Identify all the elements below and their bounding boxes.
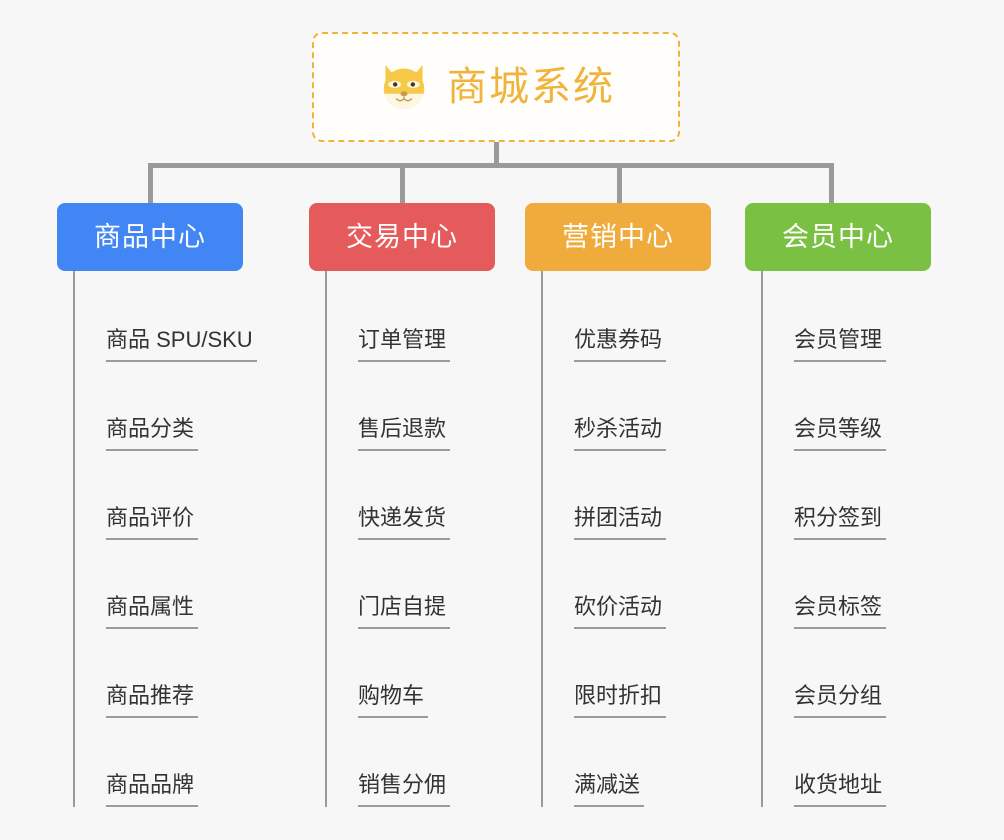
branch-column-3: 会员中心 会员管理 会员等级 积分签到 会员标签 会员分组 收货地址 — [745, 203, 931, 807]
leaf-label: 会员管理 — [794, 329, 887, 362]
leaf-label: 会员等级 — [794, 418, 887, 451]
leaf-list-3: 会员管理 会员等级 积分签到 会员标签 会员分组 收货地址 — [761, 271, 931, 807]
list-item[interactable]: 满减送 — [543, 718, 711, 807]
category-label-3: 会员中心 — [782, 221, 894, 252]
leaf-label: 秒杀活动 — [574, 418, 667, 451]
leaf-label: 商品属性 — [106, 596, 199, 629]
leaf-label: 商品分类 — [106, 418, 199, 451]
category-box-3[interactable]: 会员中心 — [745, 203, 931, 271]
leaf-label: 销售分佣 — [358, 774, 451, 807]
list-item[interactable]: 商品推荐 — [75, 629, 243, 718]
list-item[interactable]: 商品属性 — [75, 540, 243, 629]
branch-column-1: 交易中心 订单管理 售后退款 快递发货 门店自提 购物车 销售分佣 — [309, 203, 495, 807]
leaf-list-1: 订单管理 售后退款 快递发货 门店自提 购物车 销售分佣 — [325, 271, 495, 807]
list-item[interactable]: 快递发货 — [327, 451, 495, 540]
leaf-label: 商品 SPU/SKU — [106, 329, 257, 362]
root-title: 商城系统 — [447, 65, 615, 109]
category-label-2: 营销中心 — [562, 221, 674, 252]
leaf-label: 商品品牌 — [106, 774, 199, 807]
leaf-label: 商品推荐 — [106, 685, 199, 718]
dog-face-icon — [383, 65, 425, 111]
list-item[interactable]: 商品分类 — [75, 362, 243, 451]
leaf-label: 商品评价 — [106, 507, 199, 540]
leaf-label: 售后退款 — [358, 418, 451, 451]
list-item[interactable]: 商品 SPU/SKU — [75, 273, 257, 362]
list-item[interactable]: 砍价活动 — [543, 540, 711, 629]
leaf-label: 会员标签 — [794, 596, 887, 629]
leaf-list-2: 优惠券码 秒杀活动 拼团活动 砍价活动 限时折扣 满减送 — [541, 271, 711, 807]
branch-column-0: 商品中心 商品 SPU/SKU 商品分类 商品评价 商品属性 商品推荐 商品品牌 — [57, 203, 257, 807]
root-node[interactable]: 商城系统 — [312, 32, 680, 142]
list-item[interactable]: 会员分组 — [763, 629, 931, 718]
connector-horizontal-bar — [148, 163, 834, 168]
connector-drop-3 — [829, 163, 834, 203]
category-label-0: 商品中心 — [94, 221, 206, 252]
leaf-label: 积分签到 — [794, 507, 887, 540]
list-item[interactable]: 收货地址 — [763, 718, 931, 807]
list-item[interactable]: 拼团活动 — [543, 451, 711, 540]
list-item[interactable]: 会员管理 — [763, 273, 931, 362]
leaf-label: 门店自提 — [358, 596, 451, 629]
list-item[interactable]: 订单管理 — [327, 273, 495, 362]
connector-drop-1 — [400, 163, 405, 203]
list-item[interactable]: 限时折扣 — [543, 629, 711, 718]
leaf-label: 砍价活动 — [574, 596, 667, 629]
leaf-label: 购物车 — [358, 685, 429, 718]
branch-column-2: 营销中心 优惠券码 秒杀活动 拼团活动 砍价活动 限时折扣 满减送 — [525, 203, 711, 807]
list-item[interactable]: 优惠券码 — [543, 273, 711, 362]
list-item[interactable]: 售后退款 — [327, 362, 495, 451]
leaf-label: 订单管理 — [358, 329, 451, 362]
leaf-label: 限时折扣 — [574, 685, 667, 718]
leaf-label: 拼团活动 — [574, 507, 667, 540]
list-item[interactable]: 积分签到 — [763, 451, 931, 540]
list-item[interactable]: 商品品牌 — [75, 718, 243, 807]
leaf-label: 会员分组 — [794, 685, 887, 718]
category-box-2[interactable]: 营销中心 — [525, 203, 711, 271]
list-item[interactable]: 会员标签 — [763, 540, 931, 629]
category-box-1[interactable]: 交易中心 — [309, 203, 495, 271]
leaf-list-0: 商品 SPU/SKU 商品分类 商品评价 商品属性 商品推荐 商品品牌 — [73, 271, 257, 807]
connector-stem — [494, 142, 499, 167]
list-item[interactable]: 购物车 — [327, 629, 495, 718]
leaf-label: 收货地址 — [794, 774, 887, 807]
list-item[interactable]: 商品评价 — [75, 451, 243, 540]
connector-drop-0 — [148, 163, 153, 203]
list-item[interactable]: 门店自提 — [327, 540, 495, 629]
leaf-label: 满减送 — [574, 774, 645, 807]
list-item[interactable]: 销售分佣 — [327, 718, 495, 807]
connector-drop-2 — [617, 163, 622, 203]
list-item[interactable]: 会员等级 — [763, 362, 931, 451]
leaf-label: 快递发货 — [358, 507, 451, 540]
leaf-label: 优惠券码 — [574, 329, 667, 362]
list-item[interactable]: 秒杀活动 — [543, 362, 711, 451]
category-box-0[interactable]: 商品中心 — [57, 203, 243, 271]
category-label-1: 交易中心 — [346, 221, 458, 252]
